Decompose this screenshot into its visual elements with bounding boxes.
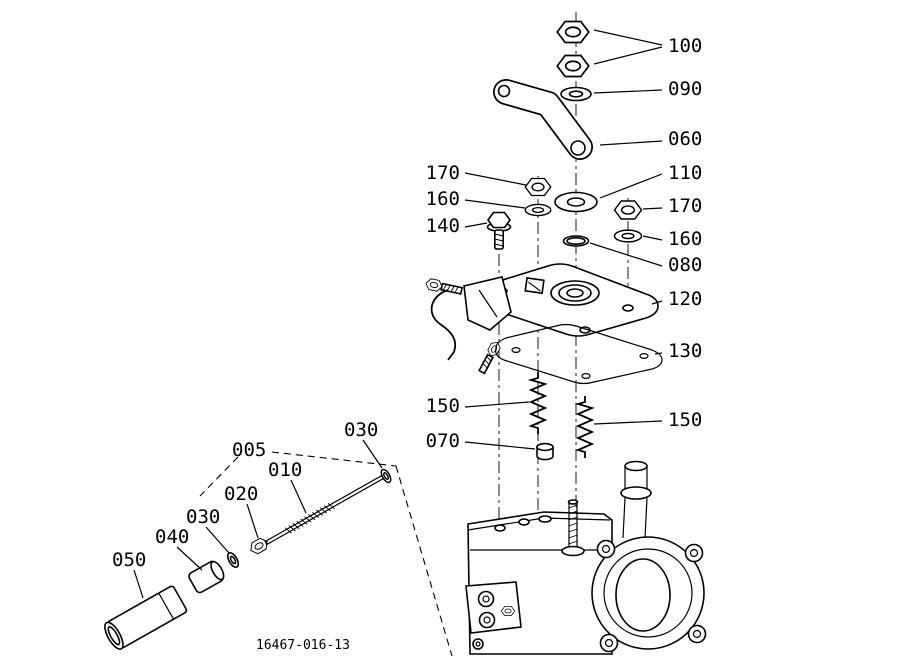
nut-100-lower — [556, 54, 590, 78]
part-label-100: 100 — [668, 35, 702, 57]
gasket-130 — [495, 323, 663, 385]
leader-130 — [654, 352, 663, 355]
lever-spring-wire — [430, 289, 457, 361]
part-label-030-upper: 030 — [344, 419, 378, 441]
leader-100a — [593, 29, 663, 46]
washer-030-lower — [224, 550, 242, 570]
dashed-boundary-left — [199, 456, 239, 497]
leader-040 — [176, 546, 203, 571]
part-label-005: 005 — [232, 439, 266, 461]
washer-160-right — [613, 229, 643, 243]
nut-020 — [247, 535, 271, 557]
part-labels: 100 090 060 110 170 160 080 120 130 150 … — [112, 35, 702, 571]
leader-lines — [133, 29, 663, 599]
part-label-070: 070 — [426, 430, 460, 452]
pump-body — [465, 460, 707, 655]
lever-arm-060 — [493, 79, 593, 160]
leader-080 — [589, 242, 663, 267]
leader-070 — [464, 441, 536, 450]
washer-110 — [554, 191, 598, 213]
leader-170-left — [464, 172, 527, 186]
leader-060 — [599, 140, 663, 146]
leader-030-lower — [205, 526, 230, 554]
part-label-130: 130 — [668, 340, 702, 362]
part-label-090: 090 — [668, 78, 702, 100]
part-label-050: 050 — [112, 549, 146, 571]
leader-010 — [290, 479, 307, 514]
lever-lower-screw — [478, 339, 503, 375]
body-top-cylinder — [620, 460, 652, 539]
assembly-boundary-005 — [199, 451, 453, 657]
washer-090 — [560, 86, 592, 102]
part-label-120: 120 — [668, 288, 702, 310]
dashed-boundary-top — [271, 451, 397, 467]
part-label-150-right: 150 — [668, 409, 702, 431]
part-label-040: 040 — [155, 526, 189, 548]
part-label-110: 110 — [668, 162, 702, 184]
part-label-140: 140 — [426, 215, 460, 237]
washer-160-left — [524, 203, 552, 217]
part-label-160-right: 160 — [668, 228, 702, 250]
leader-120 — [651, 300, 663, 305]
part-label-060: 060 — [668, 128, 702, 150]
nut-170-left — [524, 177, 552, 197]
part-label-160-left: 160 — [426, 188, 460, 210]
bolt-140 — [486, 211, 512, 250]
nut-100-upper — [556, 20, 590, 44]
washer-030-upper — [378, 467, 394, 485]
spring-150-right — [574, 396, 595, 458]
leader-090 — [593, 89, 663, 94]
nut-170-right — [613, 200, 643, 220]
rod-010 — [264, 473, 387, 546]
leader-170-right — [642, 207, 663, 210]
spring-150-left — [527, 372, 548, 434]
part-label-080: 080 — [668, 254, 702, 276]
part-plug-040 — [188, 560, 225, 594]
part-label-170-left: 170 — [426, 162, 460, 184]
body-stud — [561, 499, 585, 557]
leader-100b — [593, 46, 663, 65]
leader-050 — [133, 569, 144, 599]
part-label-170-right: 170 — [668, 195, 702, 217]
governor-lever-assembly — [424, 276, 512, 375]
leader-030-upper — [362, 439, 383, 469]
leader-110 — [599, 173, 663, 199]
part-070 — [536, 442, 554, 461]
plate-120 — [483, 263, 659, 337]
drawing-number: 16467-016-13 — [256, 638, 350, 653]
body-left-bracket — [465, 581, 522, 634]
leader-140 — [464, 222, 488, 228]
dashed-boundary-right — [395, 465, 453, 657]
part-label-150-left: 150 — [426, 395, 460, 417]
leader-020 — [246, 503, 259, 539]
leader-150-left — [464, 401, 530, 408]
part-tube-050 — [104, 585, 188, 650]
o-ring-080 — [562, 235, 590, 247]
leader-160-left — [464, 199, 526, 209]
leader-150-right — [593, 420, 663, 425]
lever-screw — [424, 277, 464, 295]
part-label-010: 010 — [268, 459, 302, 481]
plate-block — [524, 277, 545, 295]
part-label-030-lower: 030 — [186, 506, 220, 528]
leader-160-right — [642, 235, 663, 241]
part-label-020: 020 — [224, 483, 258, 505]
